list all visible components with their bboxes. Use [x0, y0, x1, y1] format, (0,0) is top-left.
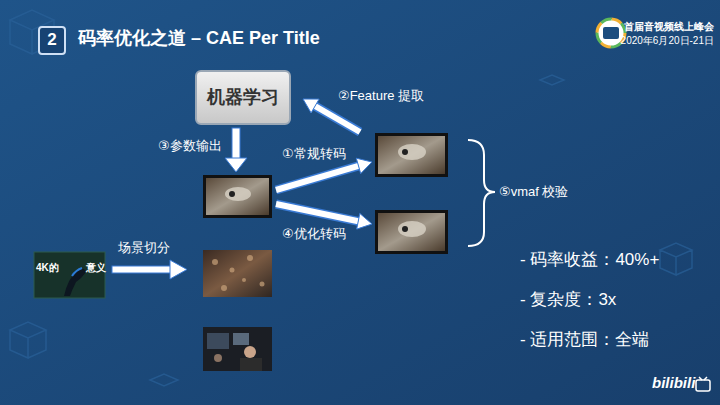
conference-date: 2020年6月20日-21日: [621, 35, 714, 47]
step-label: ③参数输出: [158, 138, 222, 154]
conference-name: 首届音视频线上峰会: [624, 21, 714, 33]
node-text: 机器学习: [207, 87, 279, 109]
node-text: 2: [47, 30, 56, 50]
bullet-text: - 适用范围：全端: [520, 330, 649, 350]
brand-logo: bilibili: [652, 374, 695, 392]
step-label: 场景切分: [118, 240, 170, 256]
step-label: ④优化转码: [282, 226, 346, 242]
bullet-text: - 复杂度：3x: [520, 290, 616, 310]
bullet-text: - 码率收益：40%+: [520, 250, 659, 270]
thumbnail-text: 4K的: [36, 262, 59, 274]
thumbnail-text: 意义: [86, 262, 106, 274]
step-label: ①常规转码: [282, 146, 346, 162]
slide-title: 码率优化之道 – CAE Per Title: [78, 28, 320, 50]
section-number: 2: [38, 26, 66, 55]
step-label: ②Feature 提取: [338, 88, 424, 104]
process-box: 机器学习: [195, 70, 291, 125]
step-label: ⑤vmaf 校验: [499, 184, 568, 200]
